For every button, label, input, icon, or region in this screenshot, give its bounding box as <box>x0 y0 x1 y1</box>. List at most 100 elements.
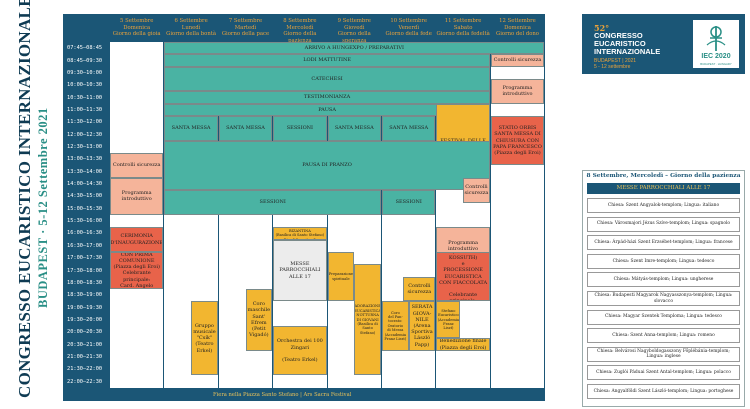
serata-block-line: NILE <box>415 316 429 323</box>
church-entry: Chiesa: Magyar Szentek Temploma; Lingua:… <box>587 309 740 325</box>
coro-block-line: Franz Liszt) <box>384 337 407 342</box>
orchestra-block-line: Zingari <box>290 344 310 351</box>
vertical-title-sub: BUDAPEST · 5-12 Settembre 2021 <box>36 107 50 308</box>
day-name: Domenica <box>504 24 531 31</box>
statio-block-line: (Piazza degli Eroi) <box>494 150 541 157</box>
stefano-block-line: Franz Liszt) <box>443 322 454 331</box>
messa-comunioni-block-line: Card. Angelo Bagnasco <box>120 282 154 289</box>
church-entry: Chiesa: Zuglói Páduai Szent Antal-templo… <box>587 365 740 381</box>
time-slot-label: 12:30–13:00 <box>67 144 103 150</box>
gruppo-musicale-block-line: (Teatro <box>195 341 214 348</box>
messa-comunioni-block-line: (Piazza degli Eroi) <box>113 264 160 271</box>
time-slot-label: 10:30–11:00 <box>67 94 103 101</box>
day-theme: Giorno della bontà <box>166 31 217 37</box>
catechesi-block: CATECHESI <box>164 66 490 92</box>
serata-block-line: Papp) <box>414 341 430 348</box>
vertical-title: CONGRESSO EUCARISTICO INTERNAZIONALE BUD… <box>15 0 50 398</box>
church-entry: Chiesa: Szent Angyalok-templom; Lingua: … <box>587 198 740 213</box>
time-slot-label: 20:00–20:30 <box>67 329 103 336</box>
coro-block-line: del Pan- <box>388 315 403 320</box>
serata-block-line: GIOVA- <box>412 310 432 317</box>
festival-block-line: FESTIVAL DELLE <box>440 138 486 144</box>
coro-maschile-block-line: Coro <box>252 301 265 308</box>
time-slot-label: 15:00–15:30 <box>67 205 103 212</box>
programma-12: Programma introduttivo <box>490 79 545 104</box>
time-slot-label: 19:00–19:30 <box>67 304 103 311</box>
programma-12-label: Programma introduttivo <box>502 85 533 98</box>
messe-parrocchiali-block-line: PARROCCHIALI <box>279 267 321 274</box>
liturgia-block-line: Dio al Suo sito ali <box>284 238 316 239</box>
day-name: Martedì <box>234 24 257 31</box>
controlli-5-label: Controlli sicurezza <box>112 162 161 169</box>
preparazione-block-line: spirituale <box>332 276 350 281</box>
day-date: 8 Settembre <box>283 18 317 24</box>
coro-block-line: di Messa <box>387 328 404 333</box>
coro-maschile-block-line: Vigadó) <box>249 332 269 339</box>
day-name: Domenica <box>123 24 151 31</box>
arrivo-block: ARRIVO A HUNGEXPO / PREPARATIVI <box>164 42 545 55</box>
time-slot-label: 13:00–13:30 <box>67 156 103 163</box>
time-slot-label: 08:45–09:30 <box>67 57 103 64</box>
day-date: 5 Settembre <box>120 18 154 24</box>
church-entry: Chiesa: Angyalföldi Szent László-templom… <box>587 384 740 399</box>
orchestra-block-line: (Teatro Erkel) <box>282 356 318 363</box>
iec-sub: BUDAPEST · HUNGARY <box>700 62 732 66</box>
messe-parrocchiali-block-line: ALLE 17 <box>288 273 311 280</box>
time-slot-label: 12:00–12:30 <box>67 131 103 138</box>
vertical-title-main: CONGRESSO EUCARISTICO INTERNAZIONALE <box>15 0 34 398</box>
time-slot-label: 09:30–10:00 <box>67 69 103 76</box>
sessioni-block: SESSIONI <box>164 190 381 215</box>
messa-7: SANTA MESSA <box>218 116 273 141</box>
day-theme: Giorno della fedeltà <box>436 31 490 37</box>
iec-logo: IEC 2020 BUDAPEST · HUNGARY <box>693 20 739 68</box>
coro-maschile-block-line: Sant' <box>252 313 266 320</box>
iec-label: IEC 2020 <box>701 53 731 60</box>
cerimonia-block: CERIMONIA D'INAUGURAZIONE <box>110 227 164 252</box>
processione-block-line: Celebrante principale: <box>449 292 478 300</box>
logo-name: CONGRESSO EUCARISTICO INTERNAZIONALE <box>594 31 661 56</box>
footer-bar: Fiera nella Piazza Santo Stefano | Ars S… <box>63 391 545 401</box>
panel-title: 8 Settembre, Mercoledì – Giorno della pa… <box>586 173 741 179</box>
church-entry: Chiesa: Városmajori Jézus Szíve-templom;… <box>587 216 740 232</box>
liturgia-block-line: BIZANTINA <box>288 229 311 234</box>
adorazione-block-line: NOTTURNA <box>356 313 379 318</box>
benedizione-block: Benedizione finale(Piazza degli Eroi) <box>436 338 490 351</box>
day-date: 11 Settembre <box>444 18 482 24</box>
benedizione-block-line: (Piazza degli Eroi) <box>439 344 487 351</box>
processione-block-line: e <box>461 261 465 268</box>
lodi-block-label: LODI MATTUTINE <box>303 57 351 64</box>
church-entry: Chiesa: Mátyás-templom; Lingua: ungheres… <box>587 272 740 288</box>
logo-edition: 52° <box>594 23 610 33</box>
day-name: Mercoledì <box>286 24 314 31</box>
time-slot-label: 11:00–11:30 <box>67 106 103 113</box>
time-slot-label: 20:30–21:00 <box>67 341 103 348</box>
controlli-11-label: Controlli sicurezza <box>464 183 489 197</box>
time-slot-label: 19:30–20:00 <box>67 316 103 323</box>
time-slot-label: 16:00–16:30 <box>67 230 103 237</box>
processione-block-line: PROCESSIONE <box>443 267 483 274</box>
day-theme: Giorno del dono <box>495 31 539 37</box>
sessioni-block-label: SESSIONI <box>259 199 286 206</box>
programma-5-label: Programma introduttivo <box>121 190 152 203</box>
messa-comunioni-block-line: Celebrante principale: <box>122 270 151 283</box>
messa-6-label: SANTA MESSA <box>171 125 211 132</box>
messa-10: SANTA MESSA <box>382 116 436 141</box>
adorazione-block-line: (Basilica di Santo Stefano) <box>357 322 378 335</box>
messa-7-label: SANTA MESSA <box>226 125 265 132</box>
testimonianza-block-label: TESTIMONIANZA <box>303 94 351 101</box>
time-slot-label: 14:00–14:30 <box>67 181 103 188</box>
time-slot-label: 17:00–17:30 <box>67 255 103 262</box>
